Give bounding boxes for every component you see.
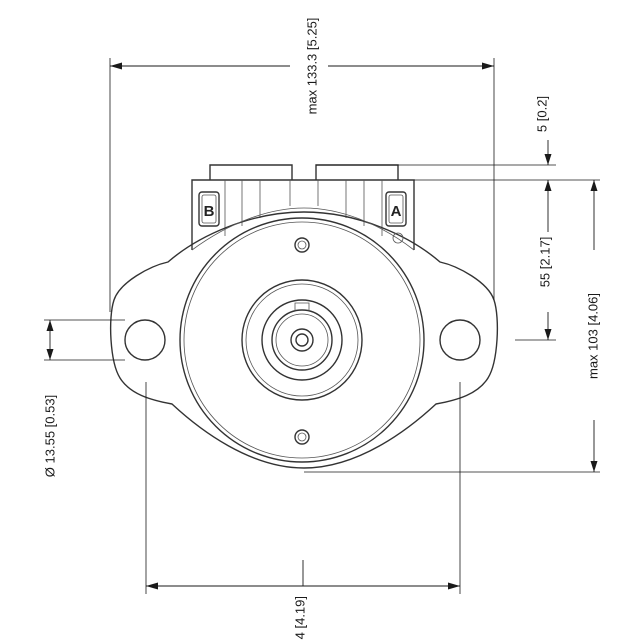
mounting-hole-left: [124, 319, 166, 361]
flange-shoulder: [191, 207, 415, 251]
dim-port-offset-label: 5 [0.2]: [534, 96, 549, 132]
port-b-label: B: [204, 203, 215, 220]
dim-centre-height-label: 55 [2.17]: [537, 237, 552, 288]
shaft-circle: [271, 309, 333, 371]
dim-centre-height: 55 [2.17]: [515, 180, 556, 341]
port-b-plate: [198, 191, 220, 227]
port-block-top-edges: [209, 164, 399, 180]
shaft-outer-circle: [261, 299, 343, 381]
shaft-keyway: [294, 302, 310, 311]
port-a-label: A: [391, 203, 402, 220]
shaft-bore: [290, 328, 314, 352]
mounting-flange: [109, 211, 499, 469]
dim-hole-spacing-label: 106.4 [4.19]: [292, 596, 307, 640]
dim-overall-width-label: max 133.3 [5.25]: [304, 18, 319, 115]
plug-near-port-a: [392, 232, 404, 244]
dim-hole-diameter: Ø 13.55 [0.53]: [42, 319, 125, 477]
drain-hole-bottom: [294, 429, 310, 445]
dim-overall-width: max 133.3 [5.25]: [109, 18, 495, 312]
pilot-inner-circle: [245, 283, 359, 397]
pilot-outer-circle: [241, 279, 363, 401]
port-a-plate: [385, 191, 407, 227]
port-block: [191, 179, 415, 250]
port-b-plate-inner: [201, 194, 217, 224]
body-outer-circle: [179, 217, 425, 463]
body-inner-circle: [183, 221, 421, 459]
port-a-plate-inner: [388, 194, 404, 224]
drain-hole-bottom-inner: [297, 432, 307, 442]
dim-hole-diameter-label: Ø 13.55 [0.53]: [42, 395, 57, 477]
mounting-hole-right: [439, 319, 481, 361]
dim-overall-height-label: max 103 [4.06]: [585, 293, 600, 379]
drain-hole-top-inner: [297, 240, 307, 250]
drain-hole-top: [294, 237, 310, 253]
dim-overall-height: max 103 [4.06]: [304, 180, 600, 473]
shaft-center: [295, 333, 309, 347]
shaft-ring: [275, 313, 329, 367]
port-block-ribs: [224, 180, 383, 236]
dim-port-offset: 5 [0.2]: [316, 96, 600, 191]
motor-body: B A: [109, 164, 499, 469]
dim-hole-spacing: 106.4 [4.19]: [145, 382, 461, 640]
